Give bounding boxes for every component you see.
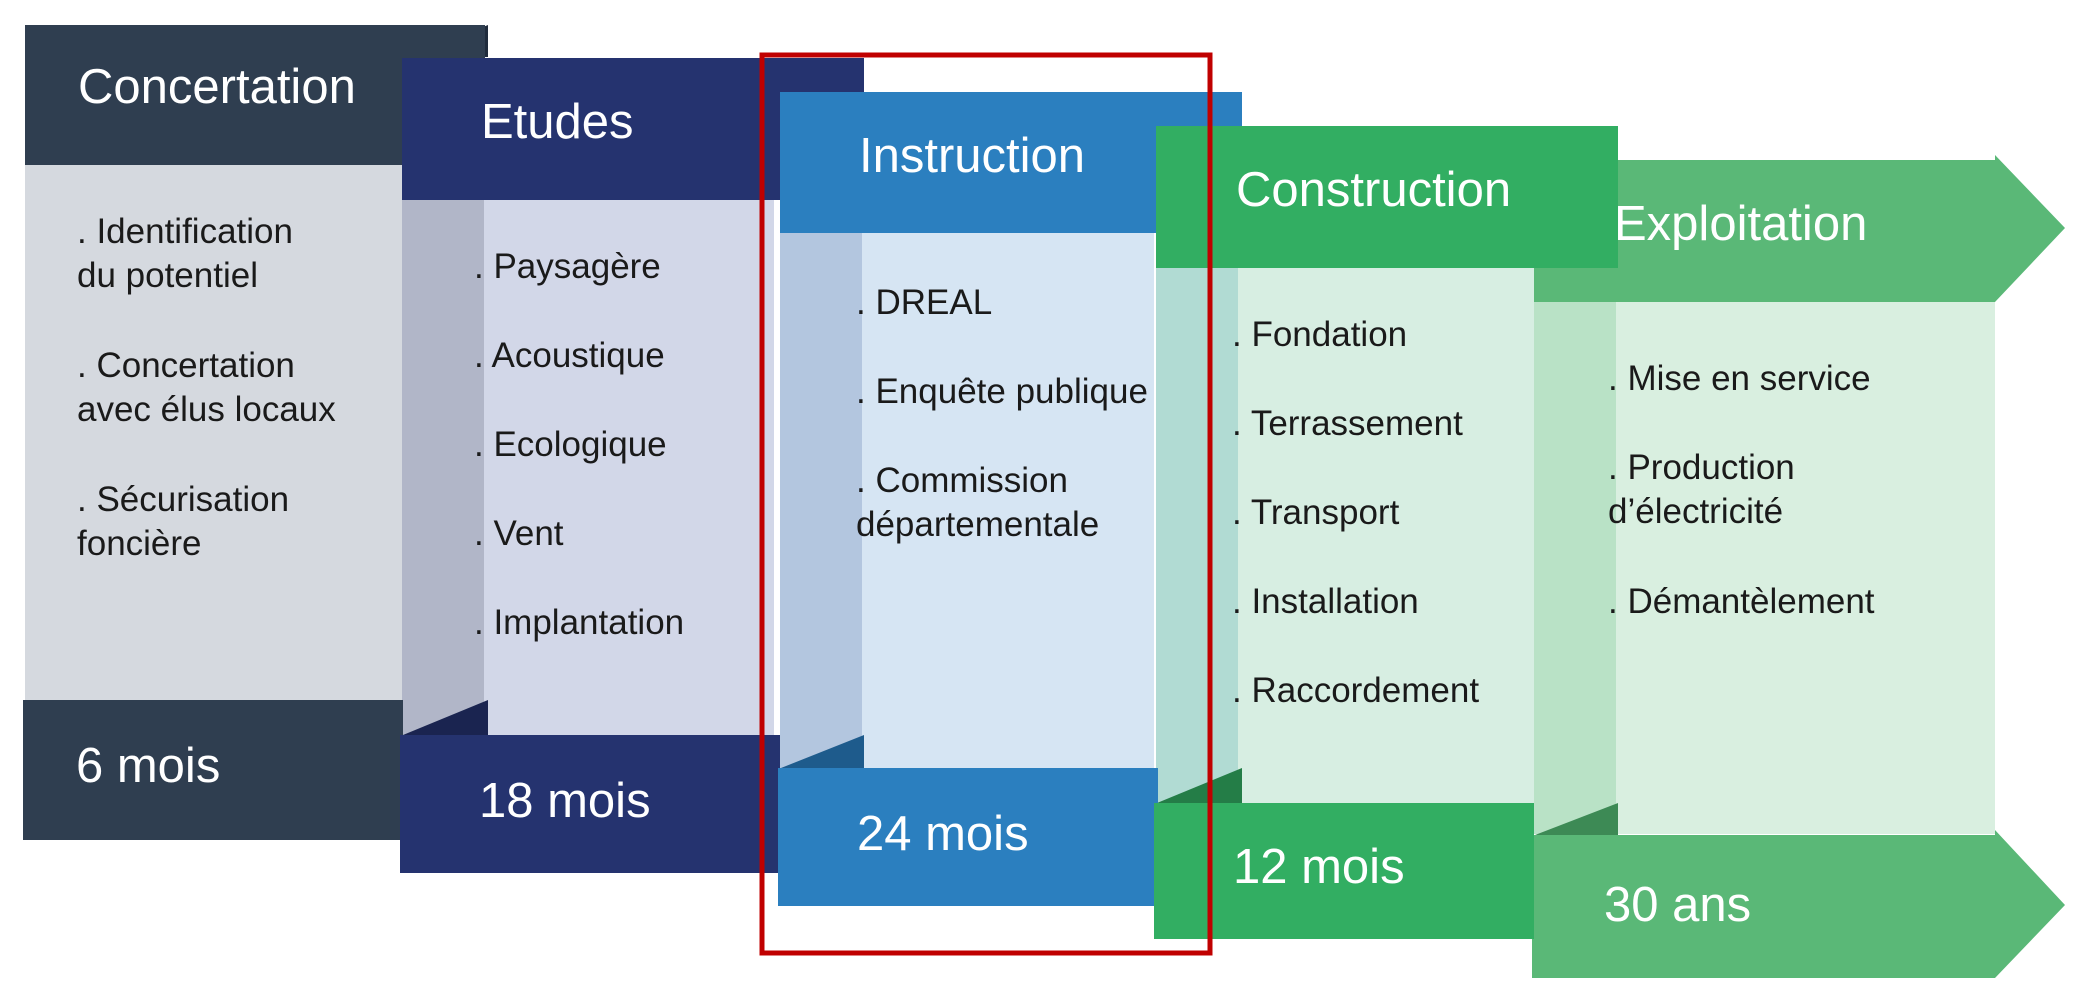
fold-corner-6 xyxy=(1157,768,1242,803)
list-item: . Identification du potentiel xyxy=(77,212,293,295)
exploitation-duration-arrow xyxy=(1532,830,2065,978)
list-item: . Terrassement xyxy=(1232,404,1463,443)
exploitation-header-arrow xyxy=(1534,155,2065,302)
exploitation-header: Exploitation xyxy=(1534,160,1974,302)
etudes-title: Etudes xyxy=(481,95,634,149)
exploitation-duration-banner: 30 ans xyxy=(1532,835,1972,978)
list-item: . Production d’électricité xyxy=(1608,448,1795,531)
fold-corner-2 xyxy=(403,700,488,735)
construction-body xyxy=(1238,268,1534,803)
list-item: . Vent xyxy=(474,514,564,553)
etudes-body xyxy=(484,200,774,735)
list-item: . Installation xyxy=(1232,582,1419,621)
construction-duration: 12 mois xyxy=(1233,840,1405,894)
instruction-title: Instruction xyxy=(859,129,1086,183)
list-item: . Raccordement xyxy=(1232,671,1480,710)
fold-corner-4 xyxy=(781,735,864,768)
fold-corner-8 xyxy=(1535,803,1618,835)
list-item: . Démantèlement xyxy=(1608,582,1875,621)
list-item: . Commission départementale xyxy=(856,461,1100,544)
etudes-fold xyxy=(402,200,484,735)
list-item: . Paysagère xyxy=(474,247,661,286)
list-item: . Sécurisation foncière xyxy=(77,480,290,563)
exploitation-fold xyxy=(1534,302,1616,834)
list-item: . Mise en service xyxy=(1608,359,1871,398)
construction-title: Construction xyxy=(1236,163,1512,217)
list-item: . DREAL xyxy=(856,283,993,322)
construction-header: Construction xyxy=(1156,126,1618,268)
exploitation-title: Exploitation xyxy=(1614,197,1868,251)
list-item: . Acoustique xyxy=(474,336,665,375)
list-item: . Fondation xyxy=(1232,315,1408,354)
list-item: . Enquête publique xyxy=(856,372,1148,411)
concertation-title: Concertation xyxy=(78,60,356,114)
list-item: . Transport xyxy=(1232,493,1400,532)
construction-duration-banner: 12 mois xyxy=(1154,803,1534,939)
list-item: . Concertation avec élus locaux xyxy=(77,346,336,429)
concertation-duration-banner: 6 mois xyxy=(23,700,403,840)
etudes-duration-banner: 18 mois xyxy=(400,735,780,873)
list-item: . Implantation xyxy=(474,603,685,642)
exploitation-duration: 30 ans xyxy=(1604,878,1752,932)
etudes-duration: 18 mois xyxy=(479,774,651,828)
instruction-duration: 24 mois xyxy=(857,807,1029,861)
concertation-body xyxy=(25,165,405,700)
list-item: . Ecologique xyxy=(474,425,667,464)
instruction-duration-banner: 24 mois xyxy=(778,768,1158,906)
concertation-duration: 6 mois xyxy=(76,739,221,793)
exploitation-body xyxy=(1616,302,1995,834)
